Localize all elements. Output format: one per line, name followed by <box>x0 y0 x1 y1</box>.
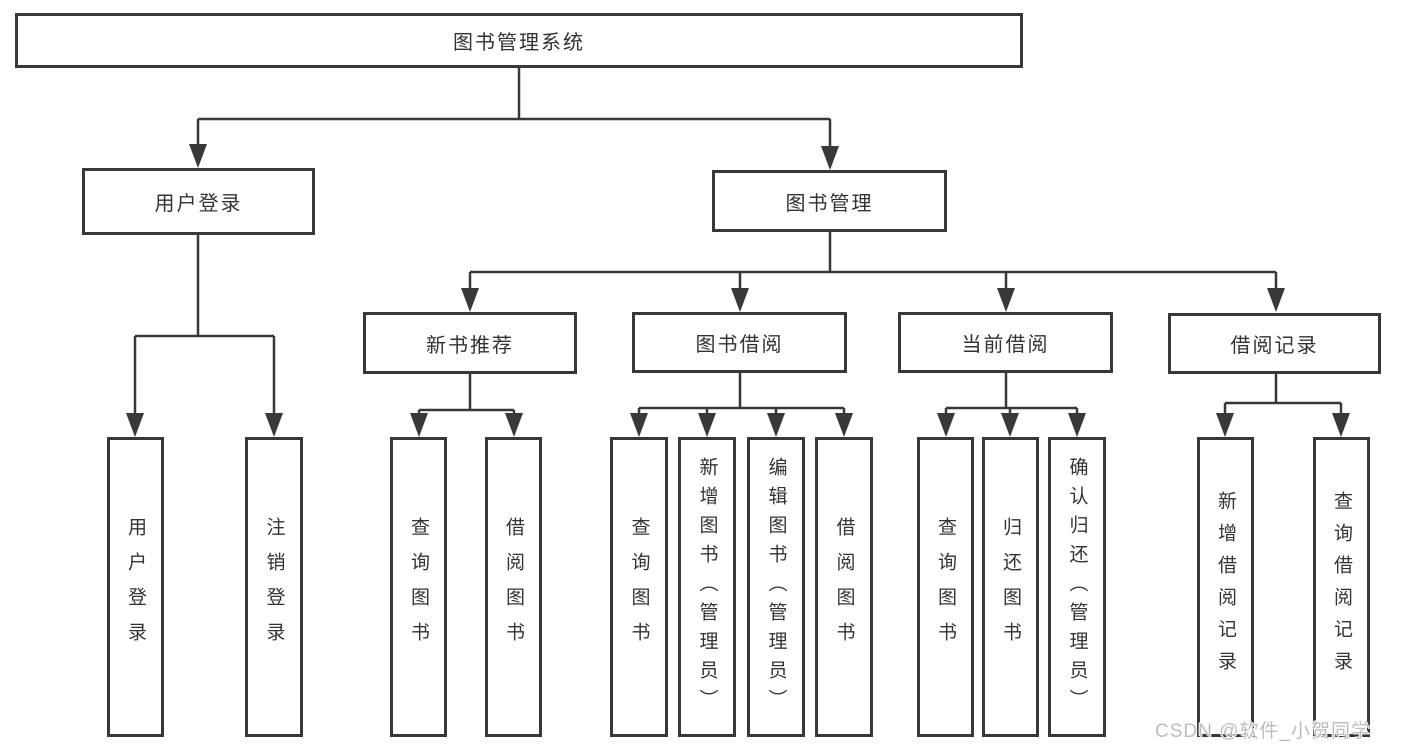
leaf-add-books-admin: 新增图书（管理员） <box>678 437 736 737</box>
node-label: 编辑图书（管理员） <box>765 456 787 718</box>
leaf-borrow-books: 借阅图书 <box>485 437 542 737</box>
node-label: 用户登录 <box>154 193 243 215</box>
node-label: 查询图书 <box>408 517 429 657</box>
node-label: 查询图书 <box>628 517 650 657</box>
node-library-management-system: 图书管理系统 <box>15 13 1023 68</box>
node-label: 查询借阅记录 <box>1331 491 1352 683</box>
node-book-management: 图书管理 <box>712 170 947 232</box>
leaf-confirm-return-admin: 确认归还（管理员） <box>1048 437 1106 737</box>
leaf-user-login: 用户登录 <box>107 437 164 737</box>
node-new-book-recommend: 新书推荐 <box>363 312 577 374</box>
node-label: 借阅图书 <box>833 517 855 657</box>
node-label: 注销登录 <box>263 517 285 657</box>
node-label: 图书管理系统 <box>453 32 585 54</box>
node-label: 借阅记录 <box>1230 335 1319 357</box>
node-label: 新增借阅记录 <box>1215 491 1236 683</box>
node-label: 查询图书 <box>935 517 956 657</box>
leaf-query-books: 查询图书 <box>917 437 974 737</box>
node-label: 借阅图书 <box>503 517 524 657</box>
node-label: 图书借阅 <box>695 334 784 356</box>
node-label: 用户登录 <box>125 517 146 657</box>
leaf-query-books: 查询图书 <box>610 437 668 737</box>
node-current-borrow: 当前借阅 <box>898 312 1113 373</box>
csdn-watermark: CSDN @软件_小贺同学 <box>1155 721 1371 742</box>
node-label: 确认归还（管理员） <box>1066 456 1088 718</box>
leaf-return-books: 归还图书 <box>982 437 1039 737</box>
arrowheads <box>126 144 1350 437</box>
leaf-query-books: 查询图书 <box>390 437 447 737</box>
node-label: 当前借阅 <box>961 334 1050 356</box>
node-label: 新增图书（管理员） <box>696 456 718 718</box>
node-label: 图书管理 <box>785 192 874 215</box>
leaf-logout-login: 注销登录 <box>245 437 303 737</box>
node-borrow-records: 借阅记录 <box>1168 313 1381 374</box>
node-label: 归还图书 <box>1000 517 1021 657</box>
node-book-borrow: 图书借阅 <box>632 312 847 373</box>
leaf-add-borrow-record: 新增借阅记录 <box>1197 437 1254 737</box>
leaf-query-borrow-record: 查询借阅记录 <box>1313 437 1370 737</box>
node-user-login: 用户登录 <box>82 168 315 235</box>
leaf-borrow-books: 借阅图书 <box>815 437 873 737</box>
leaf-edit-books-admin: 编辑图书（管理员） <box>747 437 805 737</box>
node-label: 新书推荐 <box>426 334 514 357</box>
